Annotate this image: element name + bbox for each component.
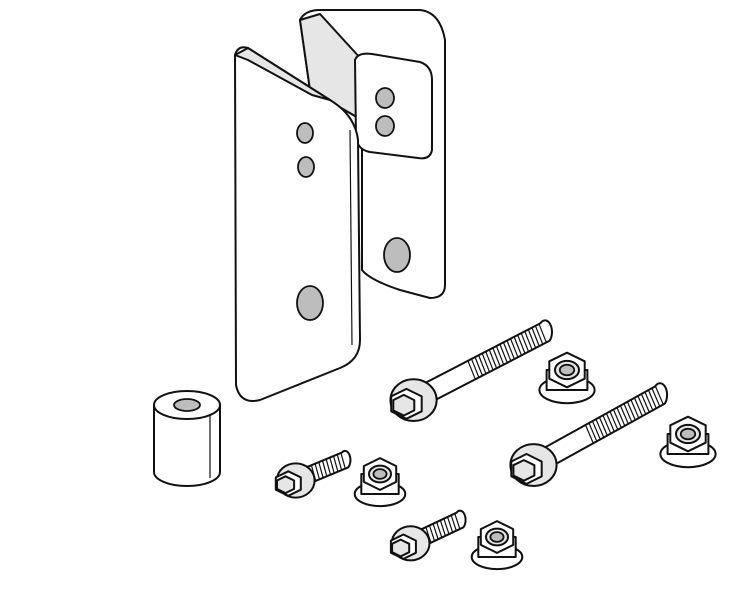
nut-1 <box>538 351 596 405</box>
nut-2 <box>659 415 717 469</box>
nut-3 <box>353 457 407 508</box>
bracket <box>234 9 446 402</box>
bolt-long-2 <box>509 382 669 487</box>
spacer <box>153 390 221 487</box>
bolt-long-1 <box>389 319 553 423</box>
bolt-short-1 <box>274 449 352 499</box>
nut-4 <box>470 520 524 571</box>
bolt-short-2 <box>389 509 467 562</box>
